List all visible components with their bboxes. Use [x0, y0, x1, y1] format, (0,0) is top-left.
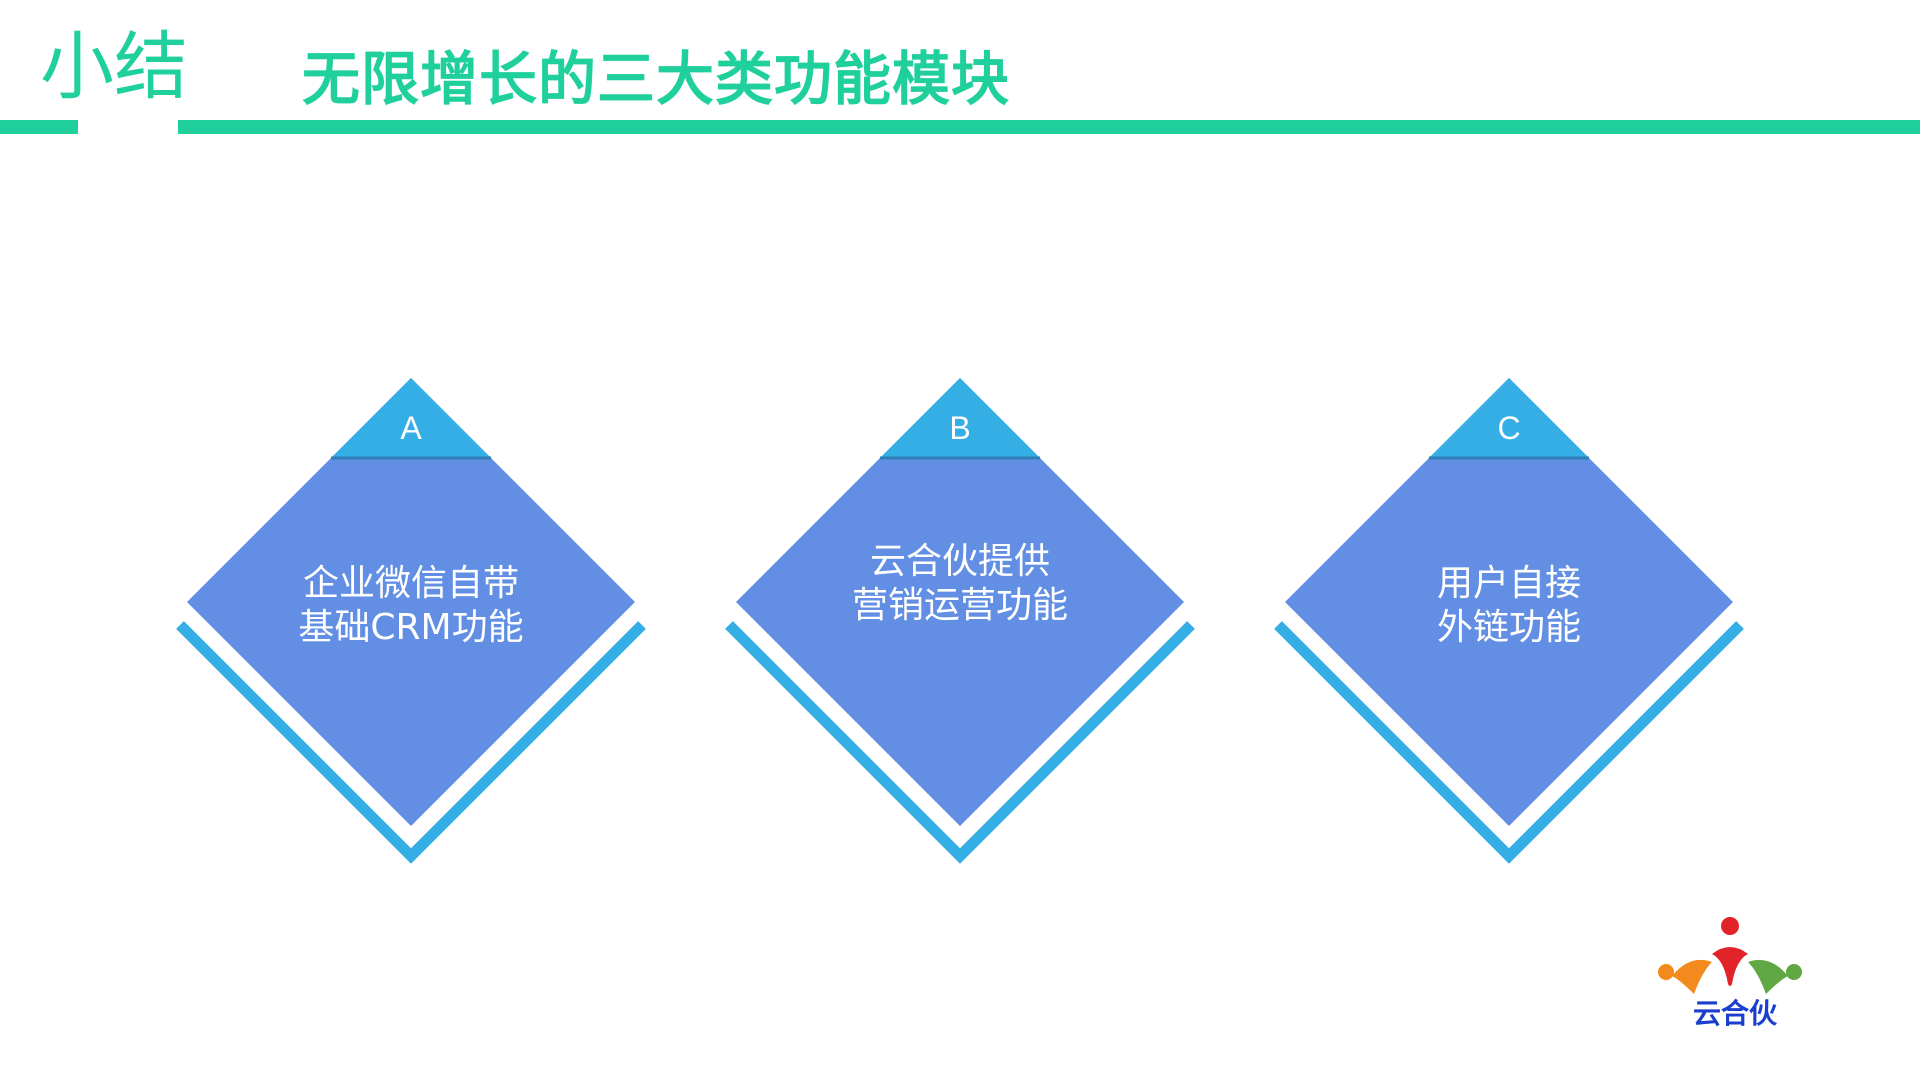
yunhehuo-logo-icon — [1658, 917, 1802, 994]
section-label: 小结 — [40, 24, 188, 110]
card-a-outline — [176, 621, 646, 864]
card-b-text: 云合伙提供 营销运营功能 — [810, 540, 1110, 628]
card-c-line1: 用户自接 — [1436, 563, 1581, 604]
card-b-tab — [880, 378, 1040, 458]
logo-text: 云合伙 — [1692, 997, 1777, 1030]
card-a-line2: 基础CRM功能 — [298, 607, 524, 648]
card-c-letter: C — [1497, 410, 1521, 446]
card-b-line2: 营销运营功能 — [851, 585, 1068, 626]
card-c-tab — [1429, 378, 1589, 458]
card-b — [725, 378, 1195, 864]
card-c-outline — [1274, 621, 1744, 864]
card-a-line1: 企业微信自带 — [302, 563, 519, 604]
card-a-text: 企业微信自带 基础CRM功能 — [261, 562, 561, 650]
card-c-diamond — [1285, 378, 1733, 826]
card-a — [176, 378, 646, 864]
card-b-letter: B — [949, 410, 971, 446]
card-a-letter: A — [400, 410, 422, 446]
card-b-line1: 云合伙提供 — [869, 541, 1050, 582]
header-rule-left — [0, 120, 78, 134]
page-title: 无限增长的三大类功能模块 — [302, 45, 1011, 113]
header-rule-right — [178, 120, 1920, 134]
card-c-text: 用户自接 外链功能 — [1359, 562, 1659, 650]
card-a-tab — [331, 378, 491, 458]
card-c-line2: 外链功能 — [1436, 607, 1581, 648]
card-c — [1274, 378, 1744, 864]
card-a-diamond — [187, 378, 635, 826]
card-b-diamond — [736, 378, 1184, 826]
card-b-outline — [725, 621, 1195, 864]
